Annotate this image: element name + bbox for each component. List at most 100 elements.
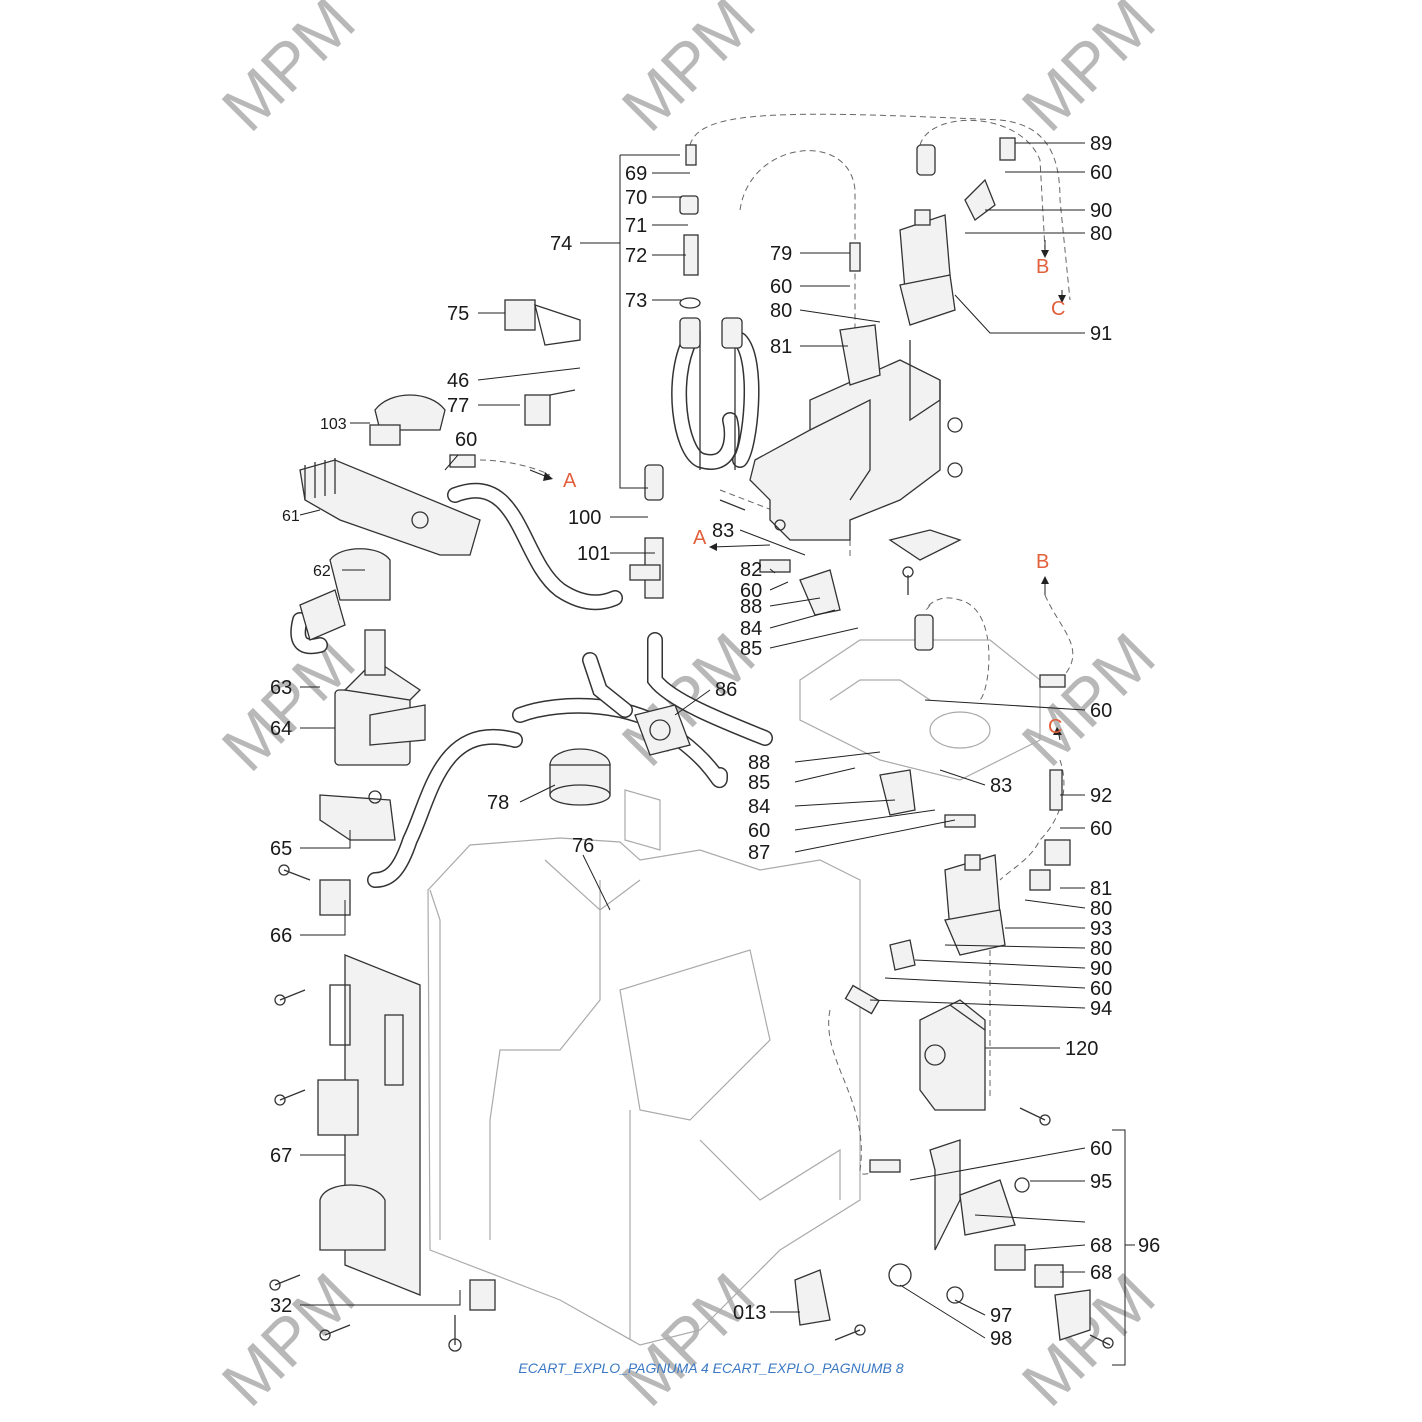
part-label: 83 xyxy=(712,520,734,542)
watermark: MPM xyxy=(1008,619,1169,780)
part-label: 85 xyxy=(748,772,770,794)
screws xyxy=(269,499,1114,1352)
flow-meter-78 xyxy=(549,748,611,806)
part-label: 120 xyxy=(1065,1038,1098,1060)
main-chassis xyxy=(427,789,861,1346)
part-label: 77 xyxy=(447,395,469,417)
heating-element xyxy=(679,317,743,470)
part-label: 67 xyxy=(270,1145,292,1167)
reference-letter: A xyxy=(563,470,577,492)
reference-arrows xyxy=(529,240,1066,741)
part-label: 61 xyxy=(282,508,300,525)
routing-lines xyxy=(479,113,1074,1175)
part-label: 93 xyxy=(1090,918,1112,940)
part-label: 66 xyxy=(270,925,292,947)
part-label: 60 xyxy=(455,429,477,451)
part-label: 92 xyxy=(1090,785,1112,807)
part-labels: 69 70 71 72 73 74 75 46 77 103 60 61 62 … xyxy=(270,133,1160,1350)
part-label: 81 xyxy=(770,336,792,358)
watermark: MPM xyxy=(208,0,369,145)
part-label: 72 xyxy=(625,245,647,267)
solenoid-valve-91 xyxy=(899,209,956,326)
part-label: 84 xyxy=(748,796,770,818)
part-label: 94 xyxy=(1090,998,1112,1020)
part-label: 64 xyxy=(270,718,292,740)
part-label: 83 xyxy=(990,775,1012,797)
part-label: 98 xyxy=(990,1328,1012,1350)
thermoblock-light xyxy=(799,639,1041,781)
part-label: 60 xyxy=(1090,1138,1112,1160)
reference-letter: B xyxy=(1036,256,1049,278)
reference-letter: B xyxy=(1036,551,1049,573)
part-label: 80 xyxy=(1090,223,1112,245)
part-label: 82 xyxy=(740,559,762,581)
part-label: 73 xyxy=(625,290,647,312)
watermark: MPM xyxy=(608,1259,769,1420)
diagram-caption: ECART_EXPLO_PAGNUMA 4 ECART_EXPLO_PAGNUM… xyxy=(518,1360,904,1376)
part-label: 89 xyxy=(1090,133,1112,155)
part-label: 60 xyxy=(1090,978,1112,1000)
pump-mount-parts xyxy=(319,790,396,916)
watermark: MPM xyxy=(608,0,769,145)
part-label: 91 xyxy=(1090,323,1112,345)
valve-103 xyxy=(369,394,446,446)
watermark: MPM xyxy=(1008,0,1169,145)
part-label: 90 xyxy=(1090,958,1112,980)
part-label: 65 xyxy=(270,838,292,860)
part-label: 88 xyxy=(748,752,770,774)
pump xyxy=(299,548,426,766)
part-label: 68 xyxy=(1090,1235,1112,1257)
reference-letter: A xyxy=(693,527,707,549)
part-label: 96 xyxy=(1138,1235,1160,1257)
watermark: MPM xyxy=(208,1259,369,1420)
bracket-assembly xyxy=(749,340,963,561)
part-label: 46 xyxy=(447,370,469,392)
part-label: 100 xyxy=(568,507,601,529)
part-label: 60 xyxy=(1090,818,1112,840)
part-label: 70 xyxy=(625,187,647,209)
part-label: 88 xyxy=(740,596,762,618)
flow-meter-86 xyxy=(634,704,691,756)
part-label: 95 xyxy=(1090,1171,1112,1193)
part-label: 013 xyxy=(733,1302,766,1324)
part-label: 32 xyxy=(270,1295,292,1317)
part-label: 84 xyxy=(740,618,762,640)
part-label: 75 xyxy=(447,303,469,325)
part-label: 79 xyxy=(770,243,792,265)
part-label: 62 xyxy=(313,563,331,580)
valve-assembly-96 xyxy=(888,1139,1091,1341)
part-label: 74 xyxy=(550,233,572,255)
watermark: MPM xyxy=(1008,1259,1169,1420)
part-label: 101 xyxy=(577,543,610,565)
part-label: 86 xyxy=(715,679,737,701)
part-label: 80 xyxy=(770,300,792,322)
reference-letter: C xyxy=(1048,716,1062,738)
part-label: 71 xyxy=(625,215,647,237)
part-label: 90 xyxy=(1090,200,1112,222)
reference-letters: A A B C B C xyxy=(563,256,1065,738)
switches xyxy=(504,299,581,426)
part-label: 80 xyxy=(1090,938,1112,960)
solenoid-valve-93 xyxy=(944,854,1006,956)
part-label: 63 xyxy=(270,677,292,699)
part-label: 68 xyxy=(1090,1262,1112,1284)
part-label: 87 xyxy=(748,842,770,864)
part-label: 103 xyxy=(320,416,347,433)
leader-lines xyxy=(299,142,1135,1366)
part-label: 60 xyxy=(748,820,770,842)
part-label: 76 xyxy=(572,835,594,857)
part-label: 69 xyxy=(625,163,647,185)
part-label: 60 xyxy=(1090,162,1112,184)
part-label: 85 xyxy=(740,638,762,660)
part-label: 60 xyxy=(1090,700,1112,722)
part-label: 60 xyxy=(740,580,762,602)
part-label: 78 xyxy=(487,792,509,814)
lever-120 xyxy=(919,999,986,1111)
part-label: 80 xyxy=(1090,898,1112,920)
small-fittings xyxy=(449,137,1071,1326)
part-label: 60 xyxy=(770,276,792,298)
control-board xyxy=(317,954,421,1296)
reference-letter: C xyxy=(1051,298,1065,320)
part-label: 81 xyxy=(1090,878,1112,900)
